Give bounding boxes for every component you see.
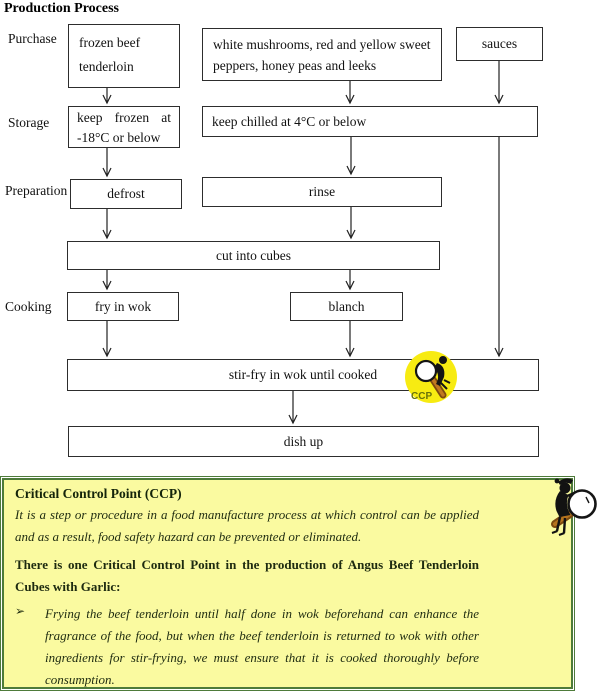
ccp-note-box: Critical Control Point (CCP) It is a ste…	[0, 476, 575, 691]
flow-box-stir-fry: stir-fry in wok until cooked	[67, 359, 539, 391]
flow-box-vegetables: white mushrooms, red and yellow sweet pe…	[202, 28, 442, 81]
stage-label-cooking: Cooking	[5, 299, 52, 314]
keep-frozen-line1: keep frozen at	[77, 110, 171, 125]
ccp-note-heading: Critical Control Point (CCP)	[15, 486, 182, 501]
flow-box-cut-into-cubes: cut into cubes	[67, 241, 440, 270]
page-title: Production Process	[4, 1, 119, 16]
ccp-note-statement: There is one Critical Control Point in t…	[15, 557, 479, 594]
flow-box-frozen-beef: frozen beef tenderloin	[68, 24, 180, 88]
flow-box-keep-frozen: keep frozen at -18°C or below	[68, 106, 180, 148]
flow-box-fry-in-wok: fry in wok	[67, 292, 179, 321]
ccp-note-definition: It is a step or procedure in a food manu…	[15, 507, 479, 544]
flow-box-sauces: sauces	[456, 27, 543, 61]
stage-label-purchase: Purchase	[8, 31, 57, 46]
bullet-arrow-icon: ➢	[15, 604, 26, 618]
ccp-note-bullet-text: Frying the beef tenderloin until half do…	[45, 606, 479, 687]
ccp-magnifier-badge-icon: CCP	[405, 351, 457, 403]
flow-box-rinse: rinse	[202, 177, 442, 207]
ccp-note-bullet: ➢ Frying the beef tenderloin until half …	[15, 603, 479, 691]
stage-label-storage: Storage	[8, 115, 50, 130]
flow-box-blanch: blanch	[290, 292, 403, 321]
flow-box-keep-chilled: keep chilled at 4°C or below	[202, 106, 538, 137]
keep-frozen-line2: -18°C or below	[77, 130, 161, 145]
ccp-badge-label: CCP	[411, 391, 432, 402]
flow-box-defrost: defrost	[70, 179, 182, 209]
flow-box-dish-up: dish up	[68, 426, 539, 457]
inspector-magnifier-icon	[551, 478, 597, 536]
stage-label-preparation: Preparation	[5, 183, 68, 198]
